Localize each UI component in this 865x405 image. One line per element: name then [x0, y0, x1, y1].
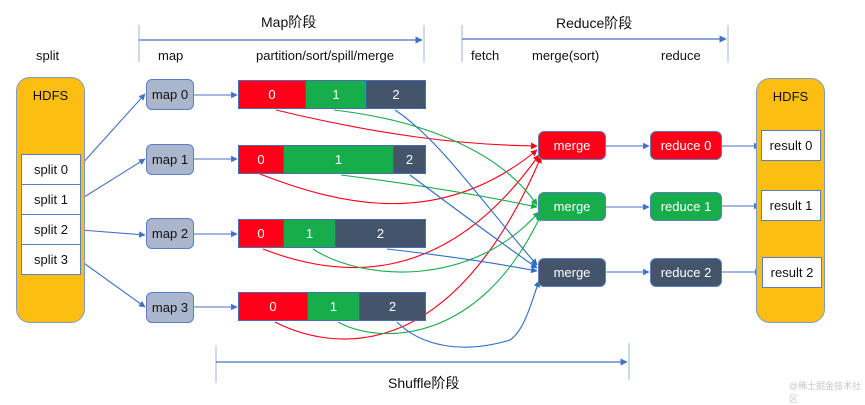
arrow-split0-map0 [80, 93, 146, 166]
partition-segment-1[interactable]: 1 [284, 146, 394, 173]
merge-node-1[interactable]: merge [538, 192, 606, 221]
result-block[interactable]: result 1 [761, 190, 821, 221]
shuffle-phase-bracket [215, 343, 630, 383]
reduce-node-0[interactable]: reduce 0 [650, 131, 722, 160]
merge-node-0[interactable]: merge [538, 131, 606, 160]
split-column-label: split [36, 48, 60, 63]
reduce-step-label: reduce [661, 48, 701, 63]
partition-segment-1[interactable]: 1 [308, 293, 360, 320]
shuffle-map1-p2 [409, 174, 538, 269]
map-phase-title: Map阶段 [261, 14, 317, 30]
arrow-split2-map2 [80, 229, 146, 238]
result-block[interactable]: result 0 [761, 130, 821, 161]
shuffle-map2-p2 [386, 248, 538, 274]
partition-segment-2[interactable]: 2 [336, 220, 425, 247]
shuffle-phase-title: Shuffle阶段 [388, 375, 460, 391]
partition-segment-2[interactable]: 2 [367, 81, 425, 108]
split-to-map-arrows [80, 93, 146, 308]
hdfs-output-title: HDFS [772, 89, 809, 104]
reduce-phase-title: Reduce阶段 [556, 15, 633, 31]
partition-segment-0[interactable]: 0 [239, 220, 284, 247]
reduce-to-result-arrows [721, 142, 762, 276]
partition-segment-1[interactable]: 1 [306, 81, 367, 108]
merge-node-2[interactable]: merge [538, 258, 606, 287]
arrow-split3-map3 [80, 260, 146, 308]
map-step-label: map [158, 48, 184, 63]
reduce-node-1[interactable]: reduce 1 [650, 192, 722, 221]
partition-segment-2[interactable]: 2 [394, 146, 425, 173]
arrow-split1-map1 [80, 158, 146, 200]
shuffle-map3-p2 [396, 280, 541, 348]
split-block[interactable]: split 2 [21, 214, 81, 245]
map-task-node[interactable]: map 1 [146, 144, 194, 175]
partition-step-label: partition/sort/spill/merge [256, 48, 394, 63]
shuffle-map2-p0 [262, 154, 540, 269]
reduce-node-2[interactable]: reduce 2 [650, 258, 722, 287]
split-block[interactable]: split 1 [21, 184, 81, 215]
map-task-node[interactable]: map 3 [146, 292, 194, 323]
shuffle-map0-p0 [275, 109, 538, 150]
watermark: @稀土掘金技术社区 [789, 381, 862, 404]
shuffle-map0-p1 [333, 109, 538, 206]
partition-segment-0[interactable]: 0 [239, 81, 306, 108]
map-phase-bracket [138, 25, 425, 62]
shuffle-partition-2 [386, 109, 541, 348]
reduce-phase-bracket [461, 25, 729, 62]
shuffle-map1-p0 [259, 149, 538, 205]
partition-segment-2[interactable]: 2 [360, 293, 425, 320]
merge-sort-step-label: merge(sort) [532, 48, 600, 63]
shuffle-map1-p1 [340, 174, 538, 210]
map-to-buffer-arrows [193, 91, 238, 311]
shuffle-map2-p1 [312, 211, 540, 273]
map-task-node[interactable]: map 2 [146, 218, 194, 249]
partition-segment-0[interactable]: 0 [239, 293, 308, 320]
fetch-step-label: fetch [471, 48, 500, 63]
shuffle-partition-1 [312, 109, 542, 335]
partition-segment-0[interactable]: 0 [239, 146, 284, 173]
partition-segment-1[interactable]: 1 [284, 220, 336, 247]
result-block[interactable]: result 2 [762, 257, 822, 288]
split-block[interactable]: split 0 [21, 154, 81, 185]
shuffle-partition-0 [259, 109, 542, 340]
shuffle-map3-p0 [274, 156, 542, 340]
shuffle-map3-p1 [337, 214, 542, 335]
shuffle-map0-p2 [394, 109, 538, 266]
merge-to-reduce-arrows [606, 142, 650, 276]
hdfs-input-title: HDFS [32, 88, 69, 103]
split-block[interactable]: split 3 [21, 244, 81, 275]
map-task-node[interactable]: map 0 [146, 79, 194, 110]
